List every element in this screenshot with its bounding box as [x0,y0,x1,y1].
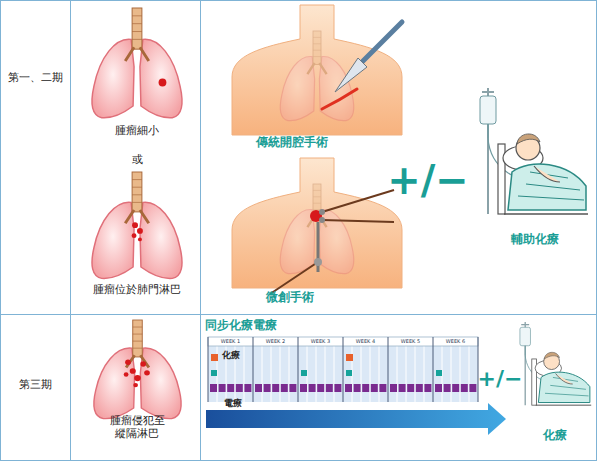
week-separator [208,337,478,402]
plus-minus-sign: +/− [378,160,478,200]
chart-row-label: 化療 [222,350,252,361]
chemo-mark [346,354,353,361]
chemo-mark [301,370,307,376]
instrument [270,262,318,294]
lung-illustration [92,172,182,278]
chemo-mark [436,370,442,376]
week-label: WEEK 5 [388,339,433,344]
tumor-caption: 腫瘤位於肺門淋巴 [75,283,199,296]
plus-minus-sign: +/− [475,368,525,390]
stage-label: 第一、二期 [2,71,68,84]
treatment-title: 微創手術 [240,290,340,304]
stage-label: 第三期 [2,378,68,391]
schedule-chart [206,337,506,435]
week-label: WEEK 6 [433,339,478,344]
lung-illustration [92,8,182,118]
chemo-mark [346,370,352,376]
instrument [322,190,394,212]
schedule-chart-box: 化療電療 [205,336,490,408]
treatment-title: 化療 [525,428,585,442]
scalpel-handle [362,22,402,62]
tumor-cell: 腫瘤細小或腫瘤位於肺門淋巴 [70,0,200,314]
week-label: WEEK 2 [253,339,298,344]
chemo-mark [211,354,218,361]
incision [322,89,357,109]
tumor-caption: 腫瘤細小 [82,124,192,137]
instrument [322,220,394,222]
grid-line [70,0,71,461]
grid-line [0,314,597,315]
patient-illustration [480,88,588,214]
treatment-title: 傳統開腔手術 [232,135,352,149]
tumor-caption: 腫瘤侵犯至縱隔淋巴 [107,414,167,440]
tumor-dot [159,79,167,87]
week-label: WEEK 1 [208,339,253,344]
keyhole-surgery-illustration [232,158,402,294]
open-surgery-illustration [232,5,402,135]
lung-illustration [94,320,181,419]
week-label: WEEK 4 [343,339,388,344]
scalpel-blade [335,58,367,92]
chemo-mark [211,370,217,376]
radiation-marks [210,384,476,392]
stage-cell: 第三期 [0,314,70,461]
timeline-arrow [206,403,506,435]
stage-cell: 第一、二期 [0,0,70,314]
treatment-cell: 化療電療同步化療電療+/−化療 [200,314,597,461]
treatment-title: 輔助化療 [490,232,580,246]
or-label: 或 [117,153,157,166]
chart-row-label: 電療 [224,398,254,409]
tumor-cell: 腫瘤侵犯至縱隔淋巴 [70,314,200,461]
grid-line [200,0,201,461]
treatment-cell: 傳統開腔手術微創手術 +/− 輔助化療 [200,0,597,314]
week-label: WEEK 3 [298,339,343,344]
patient-illustration [520,322,591,405]
treatment-title: 同步化療電療 [205,318,325,332]
